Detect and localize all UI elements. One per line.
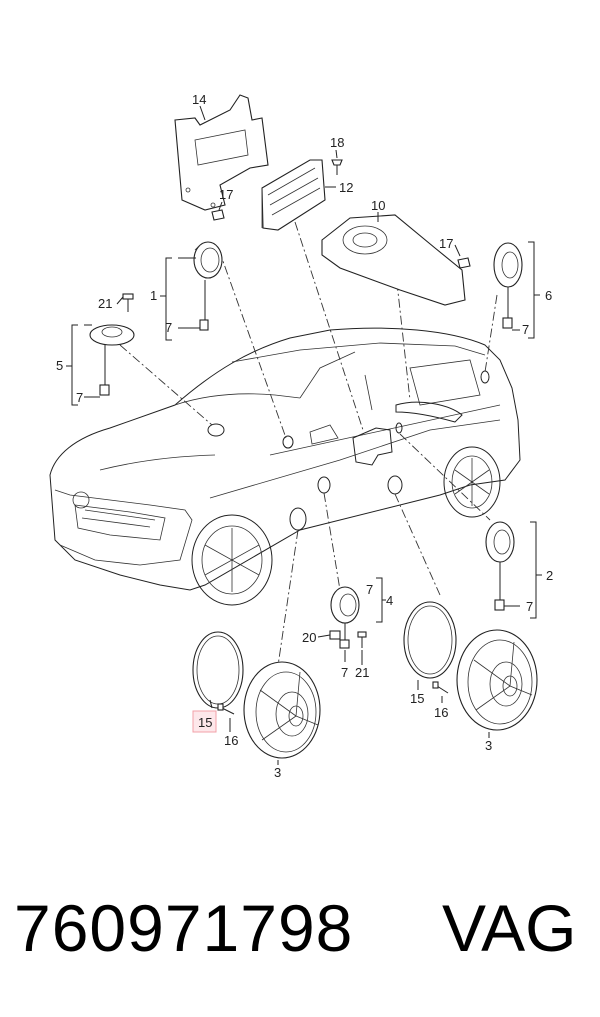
callout-21a: 21 <box>98 296 112 311</box>
callout-1: 1 <box>150 288 157 303</box>
callout-3b: 3 <box>485 738 492 753</box>
callout-7a: 7 <box>165 320 172 335</box>
callout-2: 2 <box>546 568 553 583</box>
part-5-speaker <box>89 324 135 396</box>
callout-7b: 7 <box>76 390 83 405</box>
callout-17a: 17 <box>219 187 233 202</box>
mount-holes <box>207 370 490 531</box>
callout-7e: 7 <box>366 582 373 597</box>
callout-labels: 14 18 17 12 10 17 6 1 7 21 5 7 7 2 7 7 4… <box>56 92 553 780</box>
callout-20: 20 <box>302 630 316 645</box>
callout-12: 12 <box>339 180 353 195</box>
callout-16b: 16 <box>434 705 448 720</box>
part-17-nut <box>211 209 225 221</box>
part-20-clip <box>329 630 341 640</box>
parts-diagram: 14 18 17 12 10 17 6 1 7 21 5 7 7 2 7 7 4… <box>49 92 553 780</box>
callout-7d: 7 <box>526 599 533 614</box>
part-21b-screw <box>357 631 367 648</box>
part-1-tweeter <box>193 241 223 331</box>
callout-7c: 7 <box>522 322 529 337</box>
part-4-speaker <box>330 586 360 649</box>
part-6-speaker <box>493 242 523 329</box>
callout-18: 18 <box>330 135 344 150</box>
part-number: 760971798 <box>14 891 354 965</box>
callout-14: 14 <box>192 92 206 107</box>
group-brackets <box>66 149 542 765</box>
part-18-screw <box>331 159 343 175</box>
highlight-box-15 <box>192 710 217 733</box>
part-10-subwoofer <box>321 214 466 306</box>
part-12-amplifier <box>261 159 326 231</box>
callout-15b: 15 <box>410 691 424 706</box>
part-14-bracket <box>174 94 269 211</box>
part-15-seal-ring-right <box>403 601 457 679</box>
callout-17b: 17 <box>439 236 453 251</box>
car-outline <box>49 327 521 606</box>
callout-5: 5 <box>56 358 63 373</box>
part-16-screw-left <box>217 703 235 715</box>
callout-15a: 15 <box>198 715 212 730</box>
part-3-woofer-left <box>243 661 321 759</box>
part-2-speaker <box>485 521 515 611</box>
part-16-screw-right <box>432 681 449 694</box>
part-17b-nut <box>457 257 471 269</box>
callout-6: 6 <box>545 288 552 303</box>
brand-name: VAG <box>442 891 577 965</box>
callout-10: 10 <box>371 198 385 213</box>
callout-16a: 16 <box>224 733 238 748</box>
callout-4: 4 <box>386 593 393 608</box>
part-15-seal-ring-left <box>192 631 244 709</box>
part-21-screw <box>122 293 134 312</box>
callout-3a: 3 <box>274 765 281 780</box>
part-3-woofer-right <box>456 629 538 731</box>
callout-7f: 7 <box>341 665 348 680</box>
callout-21b: 21 <box>355 665 369 680</box>
